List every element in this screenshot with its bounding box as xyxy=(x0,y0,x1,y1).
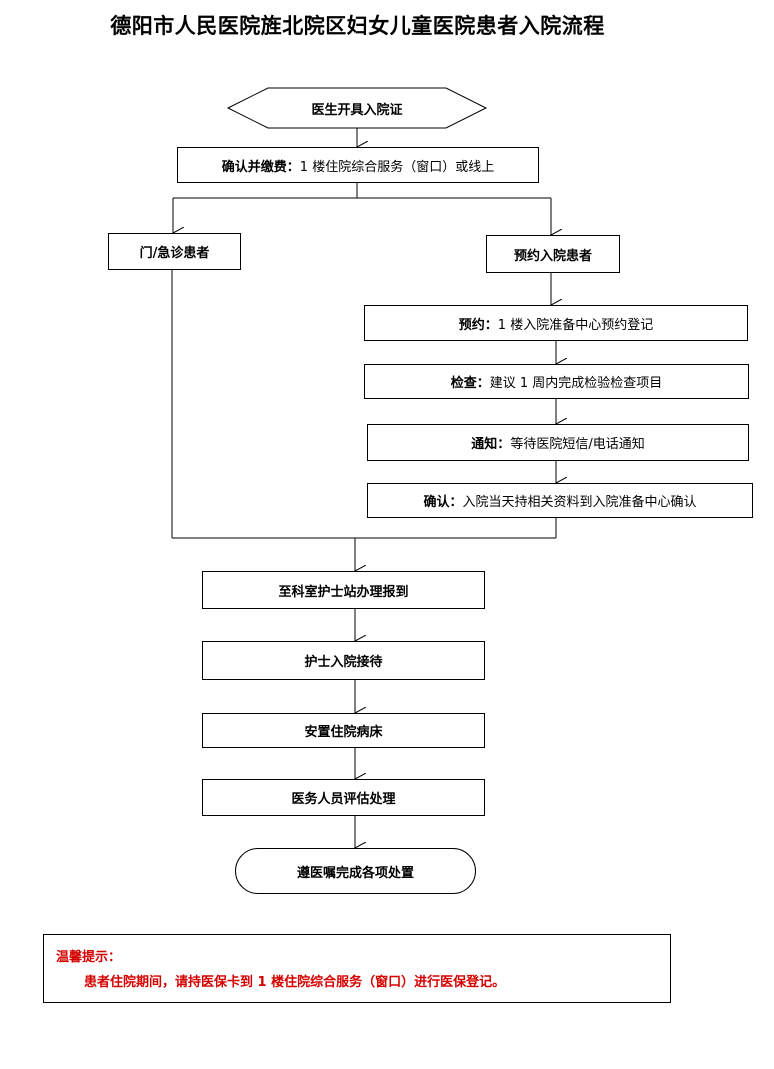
tips-text: 患者住院期间，请持医保卡到 1 楼住院综合服务（窗口）进行医保登记。 xyxy=(84,975,506,990)
end-node: 遵医嘱完成各项处置 xyxy=(235,848,476,894)
confirm-pay-label: 确认并缴费： xyxy=(221,159,300,175)
tips-box: 温馨提示： 患者住院期间，请持医保卡到 1 楼住院综合服务（窗口）进行医保登记。 xyxy=(43,934,671,1003)
branch-left-box: 门/急诊患者 xyxy=(108,233,241,270)
confirm-pay-box: 确认并缴费：1 楼住院综合服务（窗口）或线上 xyxy=(177,147,539,183)
step-label: 通知： xyxy=(471,437,511,452)
branch-right-box: 预约入院患者 xyxy=(486,235,620,273)
start-hexagon xyxy=(226,87,488,129)
step-assess-box: 医务人员评估处理 xyxy=(202,779,485,816)
step-reception-box: 护士入院接待 xyxy=(202,641,485,680)
step-label: 确认： xyxy=(423,495,463,510)
step-text: 建议 1 周内完成检验检查项目 xyxy=(489,376,663,391)
start-node-label: 医生开具入院证 xyxy=(311,102,403,118)
step-text: 1 楼入院准备中心预约登记 xyxy=(497,317,654,333)
step-notify-box: 通知：等待医院短信/电话通知 xyxy=(367,424,749,461)
step-text: 等待医院短信/电话通知 xyxy=(510,437,645,452)
tips-title: 温馨提示： xyxy=(56,950,122,965)
step-text: 入院当天持相关资料到入院准备中心确认 xyxy=(462,495,697,510)
step-checkin-box: 至科室护士站办理报到 xyxy=(202,571,485,609)
page-title: 德阳市人民医院旌北院区妇女儿童医院患者入院流程 xyxy=(110,13,605,38)
step-confirm-box: 确认：入院当天持相关资料到入院准备中心确认 xyxy=(367,483,753,518)
step-label: 预约： xyxy=(458,317,498,333)
confirm-pay-text: 1 楼住院综合服务（窗口）或线上 xyxy=(299,159,495,175)
step-reserve-box: 预约：1 楼入院准备中心预约登记 xyxy=(364,305,748,341)
step-label: 检查： xyxy=(450,376,490,391)
step-bed-box: 安置住院病床 xyxy=(202,713,485,748)
step-exam-box: 检查：建议 1 周内完成检验检查项目 xyxy=(364,364,749,399)
